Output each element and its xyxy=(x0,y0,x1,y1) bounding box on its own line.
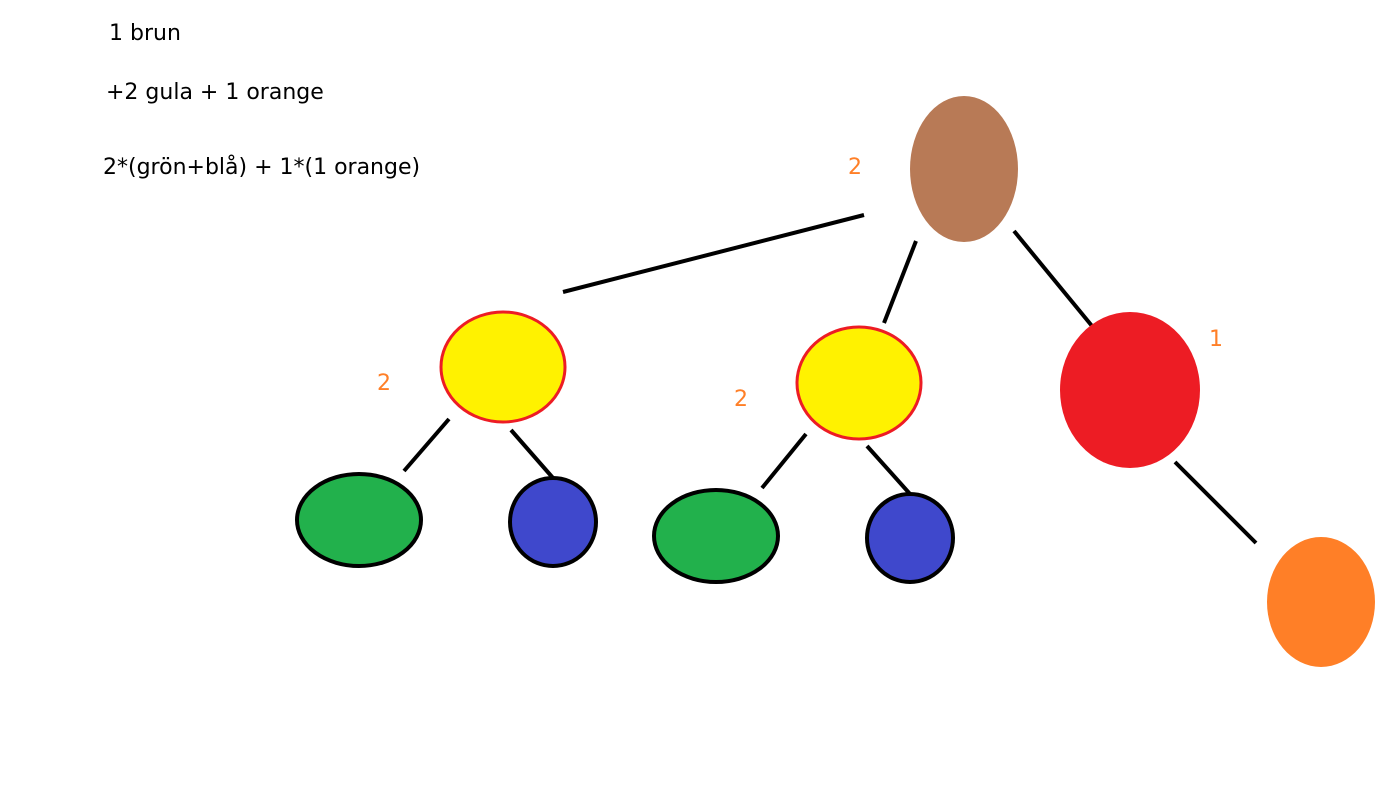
node-blue-right xyxy=(865,492,955,584)
count-yellow-left: 2 xyxy=(377,371,391,396)
edge-yellow-left-green xyxy=(402,417,451,473)
count-red: 1 xyxy=(1209,327,1223,352)
edge-red-orange xyxy=(1173,460,1258,545)
node-red xyxy=(1060,312,1200,468)
edge-brown-yellow-right xyxy=(882,240,918,324)
nodes xyxy=(295,96,1375,667)
count-labels: 2 2 2 1 xyxy=(377,155,1223,412)
node-yellow-right xyxy=(795,325,923,441)
note-yellow-orange-count: +2 gula + 1 orange xyxy=(106,80,324,105)
node-brown xyxy=(910,96,1018,242)
note-brown-count: 1 brun xyxy=(109,21,181,46)
edge-yellow-right-green xyxy=(760,432,808,490)
node-green-right xyxy=(652,488,780,584)
edge-yellow-right-blue xyxy=(865,444,912,496)
note-formula: 2*(grön+blå) + 1*(1 orange) xyxy=(103,155,421,180)
edges xyxy=(402,213,1258,545)
count-yellow-right: 2 xyxy=(734,387,748,412)
node-orange xyxy=(1267,537,1375,667)
node-yellow-left xyxy=(439,310,567,424)
node-blue-left xyxy=(508,476,598,568)
edge-brown-red xyxy=(1012,229,1094,328)
edge-yellow-left-blue xyxy=(509,428,555,480)
node-green-left xyxy=(295,472,423,568)
edge-brown-yellow-left xyxy=(562,213,865,294)
count-brown: 2 xyxy=(848,155,862,180)
